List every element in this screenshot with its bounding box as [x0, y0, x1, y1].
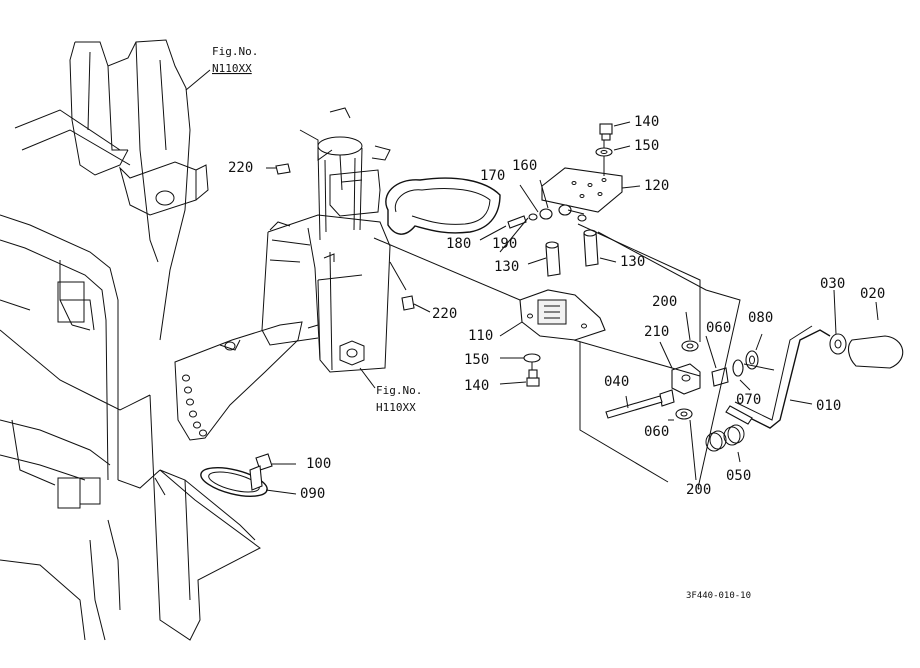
label-140-bottom: 140: [464, 378, 489, 394]
label-030: 030: [820, 276, 845, 292]
fig-ref-mid-line2: H110XX: [376, 401, 416, 414]
reference-labels: Fig.No. N110XX Fig.No. H110XX 3F440-010-…: [212, 45, 751, 601]
label-010: 010: [816, 398, 841, 414]
label-050: 050: [726, 468, 751, 484]
fig-ref-mid-line1: Fig.No.: [376, 384, 422, 397]
label-150-bottom: 150: [464, 352, 489, 368]
assembly-lines: [373, 140, 775, 489]
steering-column: [174, 107, 391, 441]
handle-loop: [385, 177, 501, 235]
label-180: 180: [446, 236, 471, 252]
label-040: 040: [604, 374, 629, 390]
fig-ref-top-line2: N110XX: [212, 62, 252, 75]
label-220-mid: 220: [432, 306, 457, 322]
label-080: 080: [748, 310, 773, 326]
label-150-top: 150: [634, 138, 659, 154]
fig-ref-top-line1: Fig.No.: [212, 45, 258, 58]
label-170: 170: [480, 168, 505, 184]
label-020: 020: [860, 286, 885, 302]
frame-structure: [0, 39, 261, 641]
drawing-id: 3F440-010-10: [686, 591, 751, 601]
label-060-top: 060: [706, 320, 731, 336]
label-160: 160: [512, 158, 537, 174]
label-110: 110: [468, 328, 493, 344]
gasket-assembly: [200, 453, 273, 497]
label-060-bottom: 060: [644, 424, 669, 440]
parts-cluster: [275, 123, 904, 452]
label-200-top: 200: [652, 294, 677, 310]
label-130-left: 130: [494, 259, 519, 275]
label-210: 210: [644, 324, 669, 340]
label-070: 070: [736, 392, 761, 408]
label-220-top: 220: [228, 160, 253, 176]
label-140-top: 140: [634, 114, 659, 130]
part-number-labels: 140 150 120 170 160 180 190 130 130 220 …: [228, 114, 885, 502]
label-100: 100: [306, 456, 331, 472]
label-130-right: 130: [620, 254, 645, 270]
leader-lines: [185, 69, 879, 495]
label-190: 190: [492, 236, 517, 252]
label-200-bottom: 200: [686, 482, 711, 498]
label-090: 090: [300, 486, 325, 502]
label-120: 120: [644, 178, 669, 194]
